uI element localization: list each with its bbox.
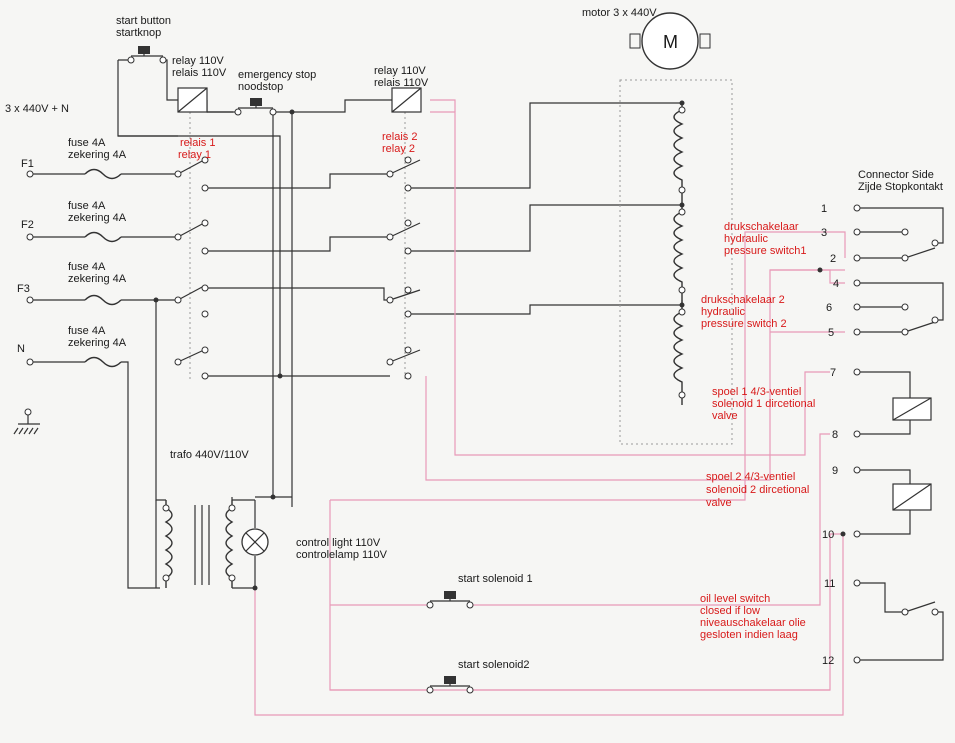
supply-label: 3 x 440V + N — [5, 103, 69, 115]
transformer-symbol — [162, 500, 236, 588]
connector-number-11: 11 — [824, 578, 835, 590]
connector-number-4: 4 — [833, 278, 839, 290]
motor-windings — [673, 100, 686, 405]
solenoid1-line3: valve — [712, 410, 738, 422]
phase-f2-label: F2 — [21, 219, 34, 231]
oil-level-line1: oil level switch — [700, 593, 770, 605]
relay2-name-nl: relais 2 — [382, 131, 417, 143]
oil-level-line2: closed if low — [700, 605, 760, 617]
fuse3-label-nl: zekering 4A — [68, 273, 127, 285]
fuse4-label-en: fuse 4A — [68, 325, 106, 337]
start-solenoid2-label: start solenoid2 — [458, 659, 530, 671]
connector-side-label-en: Connector Side — [858, 169, 934, 181]
motor-label: motor 3 x 440V — [582, 7, 657, 19]
solenoid-coils — [892, 397, 932, 511]
solenoid2-line2: solenoid 2 dircetional — [706, 484, 809, 496]
relay2-name-en: relay 2 — [382, 143, 415, 155]
pressure-switch1-line3: pressure switch1 — [724, 245, 807, 257]
connector-number-9: 9 — [832, 465, 838, 477]
connector-number-10: 10 — [822, 529, 834, 541]
relay2-label-en: relay 110V — [374, 65, 426, 77]
connector-number-3: 3 — [821, 227, 827, 239]
connector-number-1: 1 — [821, 203, 827, 215]
labels: start button startknop relay 110V relais… — [5, 7, 943, 671]
relay1-label-en: relay 110V — [172, 55, 224, 67]
pressure-switch2-line3: pressure switch 2 — [701, 318, 787, 330]
trafo-label: trafo 440V/110V — [170, 449, 249, 461]
black-wires — [32, 59, 944, 661]
pressure-switch2-line1: drukschakelaar 2 — [701, 294, 785, 306]
motor-m-label: M — [663, 32, 678, 52]
pink-wires — [254, 99, 846, 716]
relay1-label-nl: relais 110V — [172, 67, 227, 79]
connector-side-label-nl: Zijde Stopkontakt — [858, 181, 943, 193]
motor-symbol: M — [629, 12, 711, 70]
emergency-stop-label-en: emergency stop — [238, 69, 316, 81]
pressure-switch1-line1: drukschakelaar — [724, 221, 799, 233]
connector-terminals — [817, 204, 939, 664]
relay1-name-nl: relais 1 — [180, 137, 215, 149]
dashed-outlines — [189, 79, 733, 445]
ground-icon — [13, 408, 40, 435]
fuse4-label-nl: zekering 4A — [68, 337, 127, 349]
solenoid2-line3: valve — [706, 497, 732, 509]
solenoid1-line1: spoel 1 4/3-ventiel — [712, 386, 801, 398]
emergency-stop-label-nl: noodstop — [238, 81, 283, 93]
solenoid1-line2: solenoid 1 dircetional — [712, 398, 815, 410]
phase-f1-label: F1 — [21, 158, 34, 170]
solenoid2-line1: spoel 2 4/3-ventiel — [706, 471, 795, 483]
oil-level-line4: gesloten indien laag — [700, 629, 798, 641]
push-buttons — [127, 46, 474, 694]
fuse-symbols — [84, 168, 122, 368]
fuse1-label-en: fuse 4A — [68, 137, 106, 149]
control-light-label-nl: controlelamp 110V — [296, 549, 388, 561]
fuse2-label-en: fuse 4A — [68, 200, 106, 212]
connector-number-6: 6 — [826, 302, 832, 314]
relay2-label-nl: relais 110V — [374, 77, 429, 89]
phase-f3-label: F3 — [17, 283, 30, 295]
oil-level-line3: niveauschakelaar olie — [700, 617, 806, 629]
connector-number-5: 5 — [828, 327, 834, 339]
start-button-label-en: start button — [116, 15, 171, 27]
control-light-label-en: control light 110V — [296, 537, 381, 549]
connector-number-8: 8 — [832, 429, 838, 441]
relay-coil-boxes — [177, 87, 422, 113]
relay-contacts — [26, 109, 421, 500]
start-solenoid1-label: start solenoid 1 — [458, 573, 533, 585]
phase-n-label: N — [17, 343, 25, 355]
pressure-switch1-line2: hydraulic — [724, 233, 769, 245]
connector-number-12: 12 — [822, 655, 834, 667]
connector-number-7: 7 — [830, 367, 836, 379]
fuse1-label-nl: zekering 4A — [68, 149, 127, 161]
relay1-name-en: relay 1 — [178, 149, 211, 161]
pressure-switch2-line2: hydraulic — [701, 306, 746, 318]
start-button-label-nl: startknop — [116, 27, 161, 39]
control-lamp-symbol — [241, 500, 269, 591]
fuse3-label-en: fuse 4A — [68, 261, 106, 273]
connector-number-2: 2 — [830, 253, 836, 265]
fuse2-label-nl: zekering 4A — [68, 212, 127, 224]
